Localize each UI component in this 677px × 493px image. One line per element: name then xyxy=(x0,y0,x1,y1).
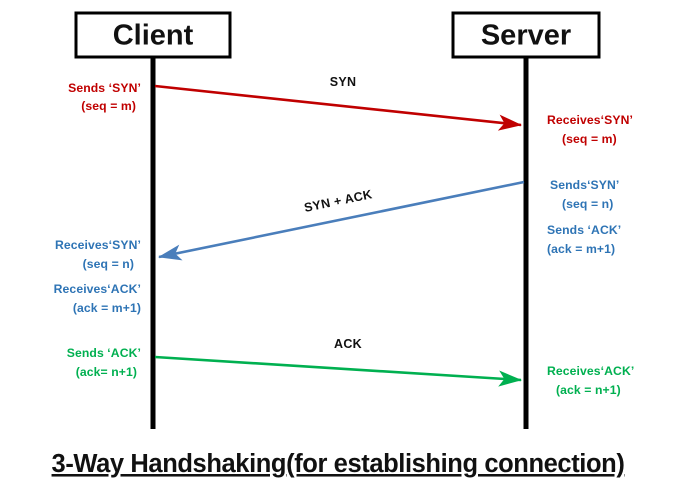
client-syn-send-line-2: (seq = m) xyxy=(81,99,136,113)
client-ack-recv-line-1: Receives‘ACK’ xyxy=(54,282,141,296)
server-annotation-ack-recv: Receives‘ACK’ (ack = n+1) xyxy=(547,364,634,397)
server-ack-send-line-1: Sends ‘ACK’ xyxy=(547,223,621,237)
server-syn-send-line-2: (seq = n) xyxy=(562,197,613,211)
server-annotation-syn-send: Sends‘SYN’ (seq = n) xyxy=(550,178,619,211)
client-ack-recv-line-2: (ack = m+1) xyxy=(73,301,141,315)
server-ack-recv-line-1: Receives‘ACK’ xyxy=(547,364,634,378)
participant-server: Server xyxy=(451,11,601,59)
server-syn-recv-line-1: Receives‘SYN’ xyxy=(547,113,633,127)
syn-arrow-label: SYN xyxy=(330,75,357,89)
client-box-label: Client xyxy=(113,20,194,52)
server-annotation-syn-recv: Receives‘SYN’ (seq = m) xyxy=(547,113,633,146)
server-syn-send-line-1: Sends‘SYN’ xyxy=(550,178,619,192)
diagram-caption: 3-Way Handshaking(for establishing conne… xyxy=(52,450,625,478)
client-syn-send-line-1: Sends ‘SYN’ xyxy=(68,81,141,95)
message-syn-ack: SYN + ACK xyxy=(157,180,525,261)
participant-client: Client xyxy=(74,11,232,59)
client-annotation-syn-send: Sends ‘SYN’ (seq = m) xyxy=(68,81,141,113)
server-syn-recv-line-2: (seq = m) xyxy=(562,132,617,146)
client-annotation-syn-recv: Receives‘SYN’ (seq = n) xyxy=(55,238,141,271)
message-ack: ACK xyxy=(154,337,523,387)
server-ack-recv-line-2: (ack = n+1) xyxy=(556,383,621,397)
ack-arrow-label: ACK xyxy=(334,337,362,351)
syn-arrow xyxy=(154,84,523,131)
message-syn: SYN xyxy=(154,75,523,131)
server-ack-send-line-2: (ack = m+1) xyxy=(547,242,615,256)
client-annotation-ack-recv: Receives‘ACK’ (ack = m+1) xyxy=(54,282,141,315)
client-ack-send-line-1: Sends ‘ACK’ xyxy=(67,346,141,360)
server-annotation-ack-send: Sends ‘ACK’ (ack = m+1) xyxy=(547,223,621,256)
client-syn-recv-line-2: (seq = n) xyxy=(83,257,134,271)
client-annotation-ack-send: Sends ‘ACK’ (ack= n+1) xyxy=(67,346,141,379)
syn-ack-arrow-label: SYN + ACK xyxy=(303,187,374,215)
client-syn-recv-line-1: Receives‘SYN’ xyxy=(55,238,141,252)
ack-arrow xyxy=(154,355,523,387)
syn-ack-arrow xyxy=(157,180,525,261)
client-ack-send-line-2: (ack= n+1) xyxy=(76,365,137,379)
server-box-label: Server xyxy=(481,20,571,52)
